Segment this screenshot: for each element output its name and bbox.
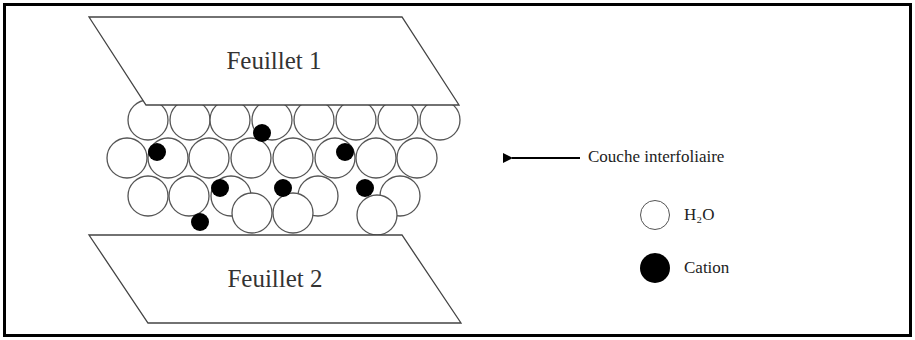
- sheet-parallelogram: Feuillet 1: [88, 16, 460, 106]
- water-circle: [169, 176, 209, 216]
- water-circle: [128, 176, 168, 216]
- water-circle: [378, 100, 418, 140]
- water-circle: [356, 138, 396, 178]
- water-circle: [128, 100, 168, 140]
- water-circle: [107, 138, 147, 178]
- water-circle: [315, 138, 355, 178]
- water-circle: [397, 138, 437, 178]
- cation-dot: [274, 179, 292, 197]
- cation-swatch: [640, 253, 670, 283]
- cation-dot: [191, 213, 209, 231]
- water-circle: [420, 100, 460, 140]
- legend-text: Cation: [684, 258, 729, 278]
- water-circle: [336, 100, 376, 140]
- pointer-arrow: [512, 157, 580, 159]
- water-circle: [232, 193, 272, 233]
- cation-dot: [356, 179, 374, 197]
- layer-label: Couche interfoliaire: [588, 147, 724, 167]
- water-circle: [210, 100, 250, 140]
- water-circle: [357, 195, 397, 235]
- cations: [148, 124, 374, 231]
- water-circle: [170, 100, 210, 140]
- water-circle: [148, 138, 188, 178]
- water-swatch: [640, 200, 670, 230]
- sheet-parallelogram: Feuillet 2: [88, 234, 462, 324]
- water-circle: [273, 138, 313, 178]
- cation-dot: [336, 143, 354, 161]
- sheet-label: Feuillet 2: [88, 234, 462, 324]
- water-circle: [273, 193, 313, 233]
- water-circle: [231, 138, 271, 178]
- cation-dot: [148, 143, 166, 161]
- water-circle: [189, 138, 229, 178]
- water-circle: [294, 100, 334, 140]
- legend-text: H₂O: [684, 205, 714, 225]
- water-molecules: [107, 100, 460, 235]
- cation-dot: [253, 124, 271, 142]
- cation-dot: [211, 179, 229, 197]
- sheet-label: Feuillet 1: [88, 16, 460, 106]
